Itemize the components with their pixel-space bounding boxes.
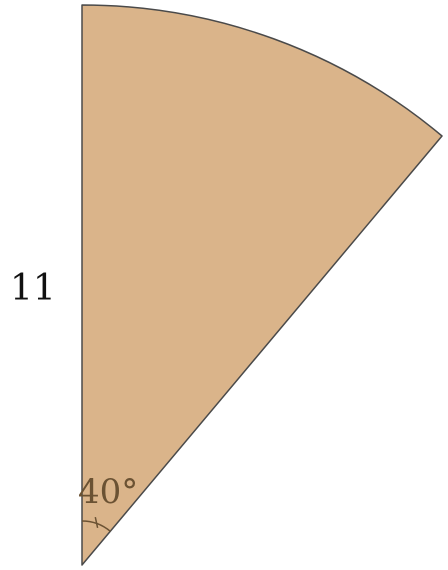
angle-tick-mark (94, 516, 99, 529)
angle-label: 40° (78, 472, 138, 512)
sector-shape (81, 4, 443, 566)
radius-label: 11 (10, 268, 56, 309)
